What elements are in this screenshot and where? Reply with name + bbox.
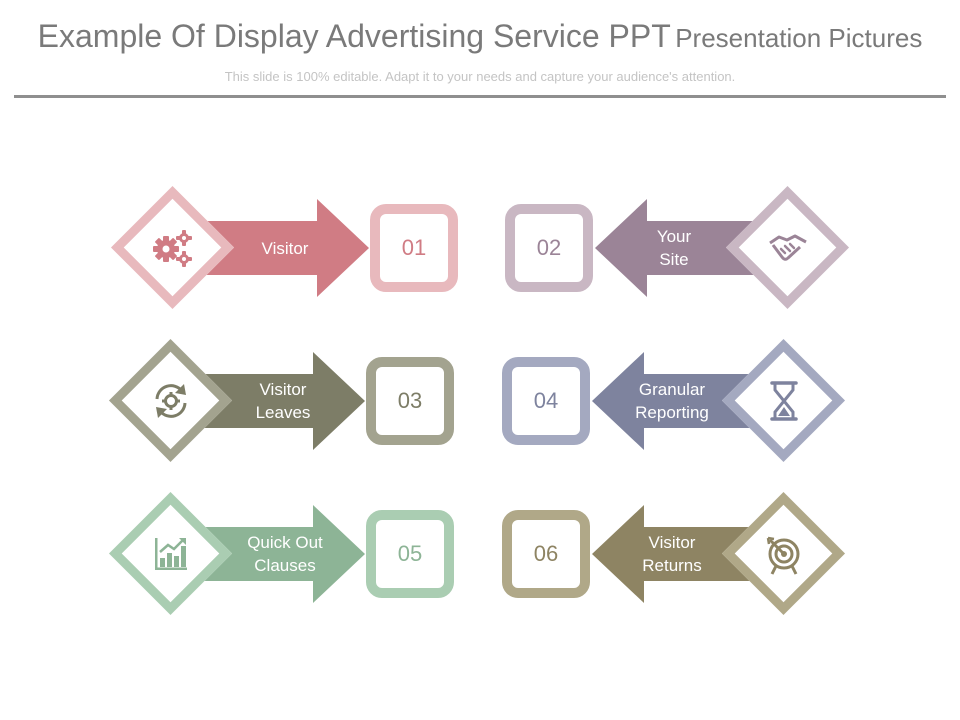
step-02-number: 02 (505, 204, 593, 292)
step-01-number: 01 (370, 204, 458, 292)
step-06-number: 06 (502, 510, 590, 598)
step-06-label: Visitor Returns (642, 533, 702, 575)
step-05-label: Quick Out Clauses (247, 533, 323, 575)
step-01-arrow-shape (205, 199, 369, 297)
step-01-arrow (205, 199, 369, 297)
title-divider (14, 95, 946, 98)
step-03-number: 03 (366, 357, 454, 445)
slide-title-sub: Presentation Pictures (675, 23, 923, 53)
bar-chart-icon (147, 530, 195, 578)
step-02-arrow (595, 199, 759, 297)
step-02-arrow-shape (595, 199, 759, 297)
step-03-arrow (201, 352, 365, 450)
hourglass-icon (760, 377, 808, 425)
step-05-arrow (201, 505, 365, 603)
step-06-arrow-shape (592, 505, 756, 603)
step-04-number: 04 (502, 357, 590, 445)
gears-icon (148, 224, 196, 272)
step-03-arrow-shape (201, 352, 365, 450)
slide-title: Example Of Display Advertising Service P… (0, 18, 960, 55)
step-03-label: Visitor Leaves (255, 380, 311, 422)
slide-subtitle: This slide is 100% editable. Adapt it to… (224, 69, 736, 84)
step-04-arrow (592, 352, 756, 450)
step-05-number: 05 (366, 510, 454, 598)
step-05-arrow-shape (201, 505, 365, 603)
refresh-gear-icon (147, 377, 195, 425)
handshake-icon (764, 224, 812, 272)
target-icon (760, 530, 808, 578)
step-01-label: Visitor (261, 238, 309, 258)
step-06-arrow (592, 505, 756, 603)
slide-title-main: Example Of Display Advertising Service P… (37, 18, 671, 54)
step-04-label: Granular Reporting (635, 380, 709, 422)
step-04-arrow-shape (592, 352, 756, 450)
step-02-label: Your Site (656, 227, 692, 269)
gear-large (153, 236, 179, 262)
